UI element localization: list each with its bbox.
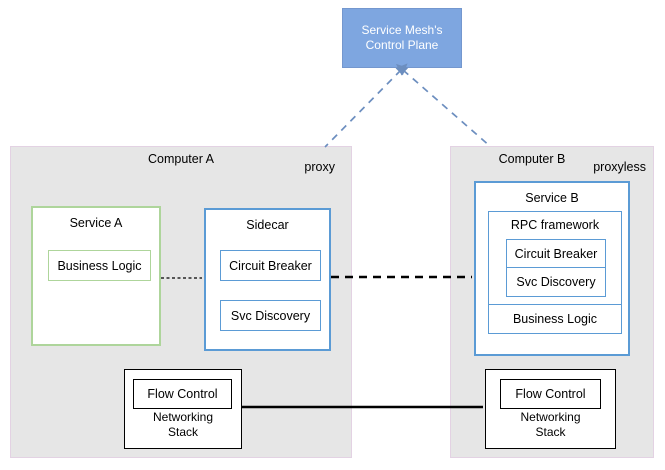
computer-a-box: Computer A proxy Service A Business Logi… <box>10 146 352 458</box>
circuit-breaker-label: Circuit Breaker <box>514 246 598 261</box>
service-b-box: Service B RPC framework Circuit Breaker … <box>474 181 630 356</box>
flow-control-a-box: Flow Control <box>133 379 232 409</box>
networking-stack-a-label: Networking Stack <box>152 410 214 439</box>
service-b-business-logic-box: Business Logic <box>488 304 622 334</box>
flow-control-label: Flow Control <box>147 387 218 401</box>
svc-discovery-label: Svc Discovery <box>230 308 311 323</box>
circuit-breaker-label: Circuit Breaker <box>229 258 312 273</box>
service-a-title: Service A <box>69 216 123 230</box>
control-plane-box: Service Mesh's Control Plane <box>342 8 462 68</box>
flow-control-b-box: Flow Control <box>500 379 601 409</box>
computer-b-box: Computer B proxyless Service B RPC frame… <box>450 146 654 458</box>
flow-control-label: Flow Control <box>515 387 586 401</box>
business-logic-label: Business Logic <box>57 258 142 273</box>
proxyless-label: proxyless <box>593 160 646 174</box>
service-a-box: Service A Business Logic <box>31 206 161 346</box>
control-plane-label: Service Mesh's Control Plane <box>361 23 443 52</box>
business-logic-label: Business Logic <box>512 312 598 326</box>
proxy-label: proxy <box>304 160 335 174</box>
computer-a-title: Computer A <box>147 152 214 166</box>
service-a-business-logic-box: Business Logic <box>48 250 151 281</box>
networking-stack-b-box: Flow Control Networking Stack <box>485 369 616 449</box>
sidecar-svc-discovery-box: Svc Discovery <box>220 300 321 331</box>
rpc-framework-title: RPC framework <box>510 218 600 232</box>
sidecar-circuit-breaker-box: Circuit Breaker <box>220 250 321 281</box>
rpc-circuit-breaker-box: Circuit Breaker <box>506 239 606 268</box>
networking-stack-b-label: Networking Stack <box>520 410 581 439</box>
svc-discovery-label: Svc Discovery <box>516 275 596 289</box>
networking-stack-a-box: Flow Control Networking Stack <box>124 369 242 449</box>
sidecar-title: Sidecar <box>246 218 289 232</box>
computer-b-title: Computer B <box>498 152 566 166</box>
link-control-plane-computer-b <box>395 63 492 148</box>
rpc-framework-box: RPC framework Circuit Breaker Svc Discov… <box>488 211 622 305</box>
sidecar-box: Sidecar Circuit Breaker Svc Discovery <box>204 208 331 351</box>
rpc-svc-discovery-box: Svc Discovery <box>506 267 606 297</box>
service-b-title: Service B <box>525 191 579 205</box>
link-control-plane-computer-a <box>324 63 408 148</box>
